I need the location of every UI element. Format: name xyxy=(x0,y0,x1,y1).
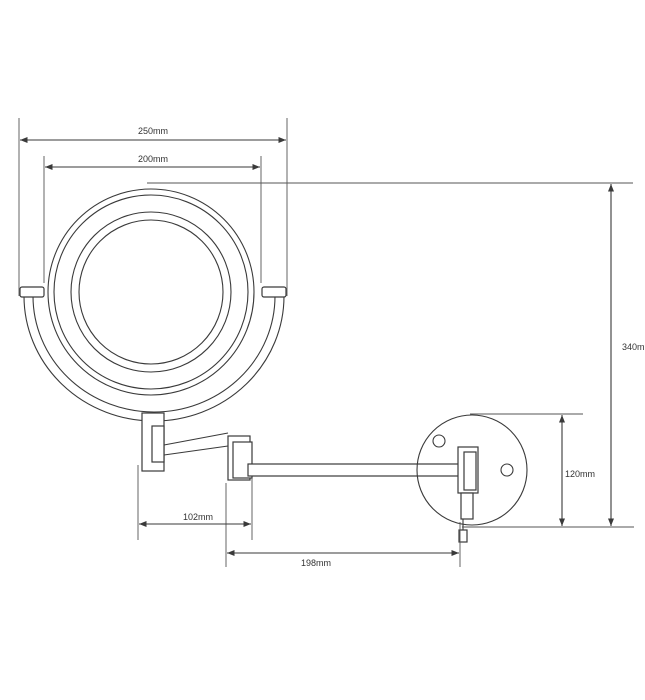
dimension-label-120: 120mm xyxy=(565,469,595,479)
dimension-200: 200mm xyxy=(45,154,260,171)
dimension-label-200: 200mm xyxy=(138,154,168,164)
dimension-250: 250mm xyxy=(20,126,286,144)
right-pivot-knob xyxy=(261,286,287,298)
extension-lines xyxy=(18,118,634,567)
dimension-120: 120mm xyxy=(558,415,595,526)
mirror-yoke xyxy=(19,286,287,422)
dimension-198: 198mm xyxy=(227,549,459,568)
swing-arm xyxy=(141,412,479,543)
wall-plate xyxy=(416,414,528,526)
dimension-label-102: 102mm xyxy=(183,512,213,522)
left-pivot-knob xyxy=(19,286,45,298)
mirror-head xyxy=(47,188,255,396)
dimension-label-340: 340mm xyxy=(622,342,645,352)
dimension-label-198: 198mm xyxy=(301,558,331,568)
dimension-label-250: 250mm xyxy=(138,126,168,136)
dimension-102: 102mm xyxy=(139,512,251,528)
dimension-340: 340mm xyxy=(607,184,645,526)
